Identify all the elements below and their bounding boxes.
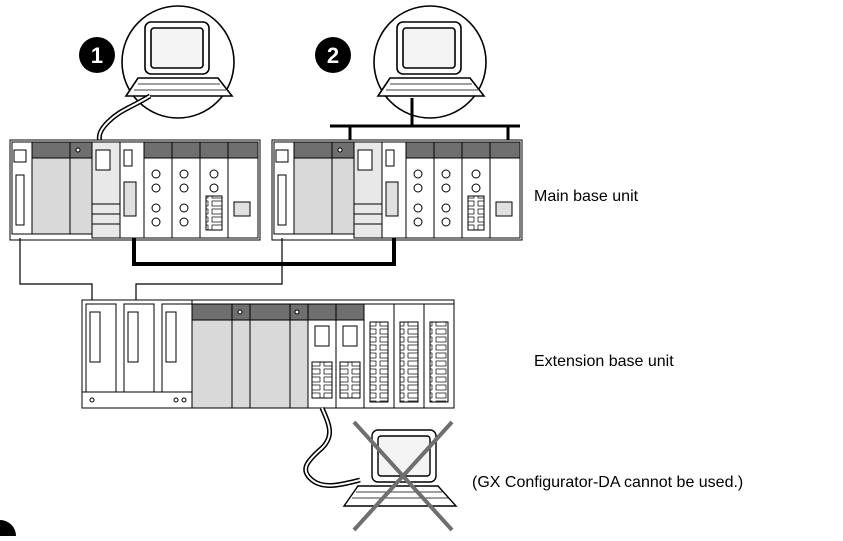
extension-cable-1 (19, 238, 93, 300)
note-label: (GX Configurator-DA cannot be used.) (472, 474, 744, 491)
usb-cable-1 (96, 93, 152, 143)
main-link-cable (132, 238, 396, 266)
badge-1: 1 (79, 37, 115, 73)
main-base-left (9, 139, 261, 241)
extension-base (81, 299, 455, 409)
not-usable-cross-icon (352, 420, 454, 532)
main-base-right (271, 139, 523, 241)
badge-2: 2 (315, 37, 351, 73)
badge-1-number: 1 (91, 43, 103, 68)
connectors-right (413, 169, 481, 227)
badge-2-number: 2 (327, 43, 339, 68)
usb-cable-3 (303, 406, 361, 488)
extension-base-unit-label: Extension base unit (534, 353, 674, 370)
laptop-3 (342, 429, 458, 507)
network-bus (330, 98, 520, 142)
laptop-1 (121, 5, 235, 119)
extension-cable-2 (135, 238, 283, 300)
connectors-left (151, 169, 219, 227)
badge-partial (0, 520, 16, 536)
laptop-2 (373, 5, 487, 119)
main-base-unit-label: Main base unit (534, 188, 639, 205)
